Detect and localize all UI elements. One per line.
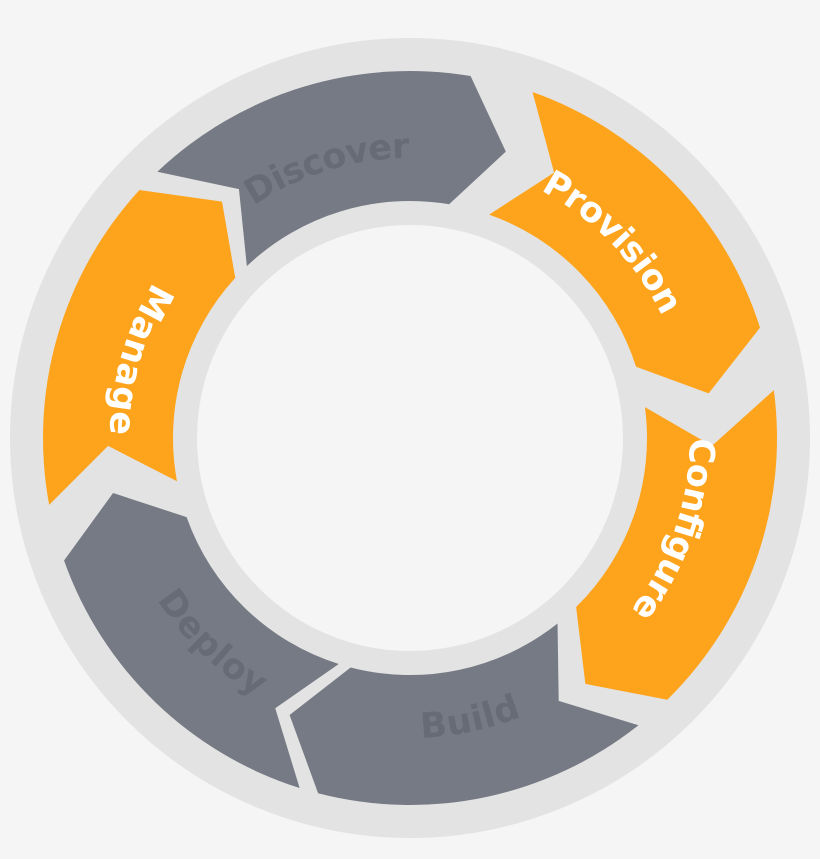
inner-disc	[197, 225, 623, 651]
segment-build	[289, 623, 639, 806]
segment-group	[43, 70, 777, 806]
segment-configure	[576, 390, 777, 700]
segment-discover	[157, 70, 506, 267]
segment-manage	[43, 190, 236, 505]
segment-deploy	[64, 493, 339, 789]
segment-provision	[489, 92, 761, 394]
